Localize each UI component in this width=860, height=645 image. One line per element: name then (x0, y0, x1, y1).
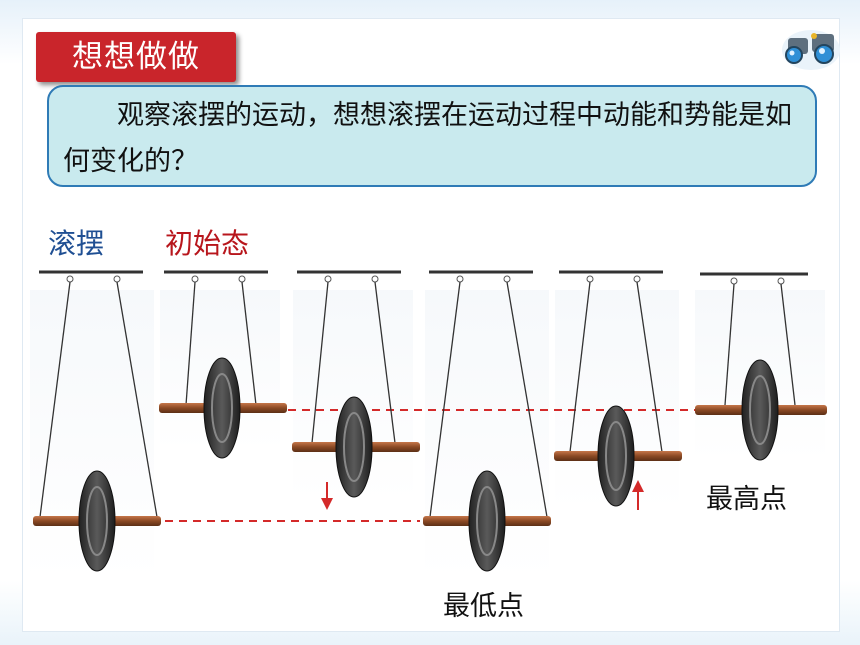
label-initial-state: 初始态 (165, 227, 250, 260)
caption-lowest-point: 最低点 (443, 591, 524, 622)
pendulum-5 (554, 270, 682, 510)
section-title: 想想做做 (36, 32, 236, 82)
label-pendulum: 滚摆 (48, 227, 105, 260)
question-box: 观察滚摆的运动，想想滚摆在运动过程中动能和势能是如何变化的？ (47, 85, 817, 187)
binoculars-icon (782, 30, 840, 70)
pendulum-3 (292, 270, 420, 510)
arrow-down-icon (321, 482, 333, 510)
pendulum-6 (695, 272, 827, 461)
pendulum-4 (423, 270, 551, 572)
pendulum-1 (33, 270, 161, 572)
pendulum-2 (159, 270, 287, 459)
caption-highest-point: 最高点 (706, 484, 787, 515)
arrow-up-icon (632, 480, 644, 510)
